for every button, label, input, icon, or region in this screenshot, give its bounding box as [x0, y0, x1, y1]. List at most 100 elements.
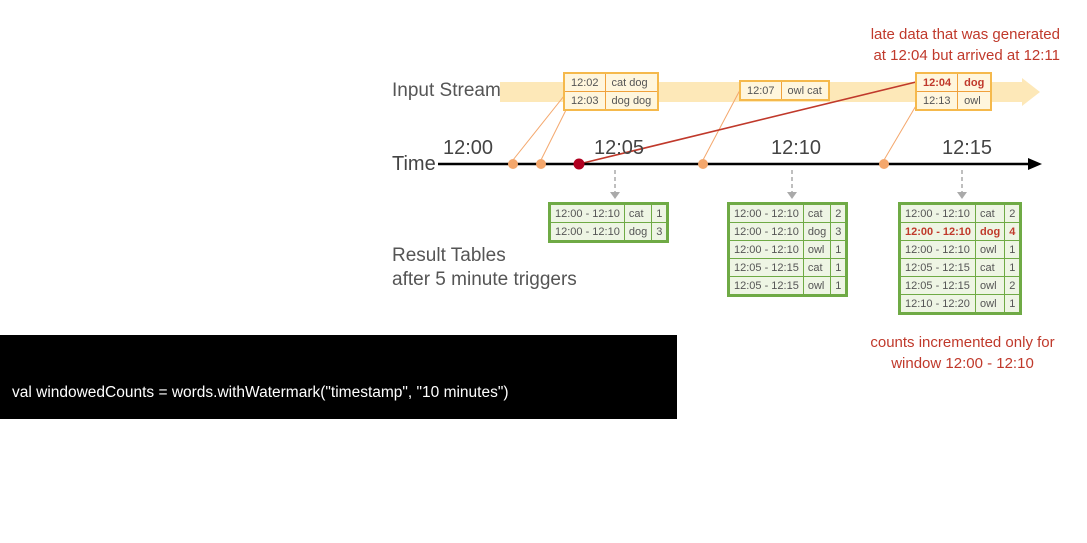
count-cell: 4	[1004, 222, 1022, 241]
late-event-dot	[573, 158, 585, 170]
word-cell: dog	[623, 222, 653, 242]
event-time: 12:04	[915, 72, 959, 92]
event-connector	[512, 95, 565, 161]
window-cell: 12:10 - 12:20	[898, 294, 977, 314]
late-data-line2: at 12:04 but arrived at 12:11	[873, 47, 1060, 64]
code-line: val windowedCounts = words.withWatermark…	[12, 384, 509, 401]
window-cell: 12:00 - 12:10	[549, 222, 625, 242]
event-words: owl	[957, 91, 992, 111]
event-time: 12:13	[915, 91, 959, 111]
time-tick-label: 12:00	[443, 137, 494, 159]
count-cell: 2	[1004, 276, 1022, 295]
window-cell: 12:05 - 12:15	[898, 276, 977, 295]
code-line: .groupBy(window($"timestamp", "10 minute…	[12, 444, 495, 461]
count-cell: 2	[1004, 203, 1022, 223]
count-cell: 2	[830, 203, 848, 223]
word-cell: cat	[975, 203, 1006, 223]
event-time: 12:07	[739, 80, 782, 101]
result-tables-label: Result Tables after 5 minute triggers	[392, 244, 577, 292]
count-cell: 3	[830, 222, 848, 241]
event-dot	[508, 159, 518, 169]
window-cell: 12:00 - 12:10	[898, 222, 977, 241]
word-cell: dog	[802, 222, 832, 241]
time-tick-label: 12:10	[771, 137, 822, 159]
counts-line1: counts incremented only for	[870, 334, 1055, 351]
event-dot	[536, 159, 546, 169]
event-time: 12:03	[563, 91, 606, 111]
event-dot	[879, 159, 889, 169]
event-connector	[702, 89, 741, 161]
word-cell: owl	[975, 240, 1006, 259]
input-stream-label: Input Stream	[392, 80, 501, 101]
trigger-arrow	[614, 170, 963, 193]
event-words: dog	[957, 72, 992, 92]
late-data-line1: late data that was generated	[870, 26, 1060, 43]
count-cell: 1	[1004, 240, 1022, 259]
event-connector	[883, 103, 918, 161]
window-cell: 12:00 - 12:10	[549, 203, 625, 223]
word-cell: owl	[975, 276, 1006, 295]
time-label: Time	[392, 153, 436, 175]
word-cell: owl	[975, 294, 1006, 314]
window-cell: 12:05 - 12:15	[898, 258, 977, 277]
word-cell: owl	[802, 276, 832, 296]
word-cell: owl	[802, 240, 832, 259]
word-cell: cat	[623, 203, 653, 223]
time-tick-label: 12:05	[594, 137, 645, 159]
event-words: cat dog	[604, 72, 659, 92]
count-cell: 1	[1004, 258, 1022, 277]
counts-line2: window 12:00 - 12:10	[891, 355, 1034, 372]
code-block: val windowedCounts = words.withWatermark…	[0, 335, 677, 521]
word-cell: cat	[975, 258, 1006, 277]
time-tick-label: 12:15	[942, 137, 993, 159]
count-cell: 1	[1004, 294, 1022, 314]
late-data-line	[578, 81, 917, 165]
count-cell: 3	[651, 222, 669, 242]
result-tables-label-line2: after 5 minute triggers	[392, 269, 577, 290]
word-cell: dog	[975, 222, 1006, 241]
time-axis-arrowhead	[1028, 158, 1042, 170]
event-words: owl cat	[780, 80, 830, 101]
window-cell: 12:00 - 12:10	[728, 240, 804, 259]
count-cell: 1	[830, 240, 848, 259]
late-data-annotation: late data that was generated at 12:04 bu…	[871, 24, 1060, 66]
count-cell: 1	[830, 276, 848, 296]
window-cell: 12:05 - 12:15	[728, 258, 804, 277]
window-cell: 12:05 - 12:15	[728, 276, 804, 296]
event-words: dog dog	[604, 91, 659, 111]
window-cell: 12:00 - 12:10	[728, 203, 804, 223]
event-connector	[540, 109, 567, 161]
window-cell: 12:00 - 12:10	[898, 240, 977, 259]
word-cell: cat	[802, 258, 832, 277]
code-line: .count()	[12, 504, 74, 521]
trigger-arrowheads	[610, 192, 967, 199]
result-tables-label-line1: Result Tables	[392, 245, 506, 266]
event-dot	[698, 159, 708, 169]
counts-annotation: counts incremented only for window 12:00…	[860, 332, 1065, 374]
count-cell: 1	[651, 203, 669, 223]
event-time: 12:02	[563, 72, 606, 92]
